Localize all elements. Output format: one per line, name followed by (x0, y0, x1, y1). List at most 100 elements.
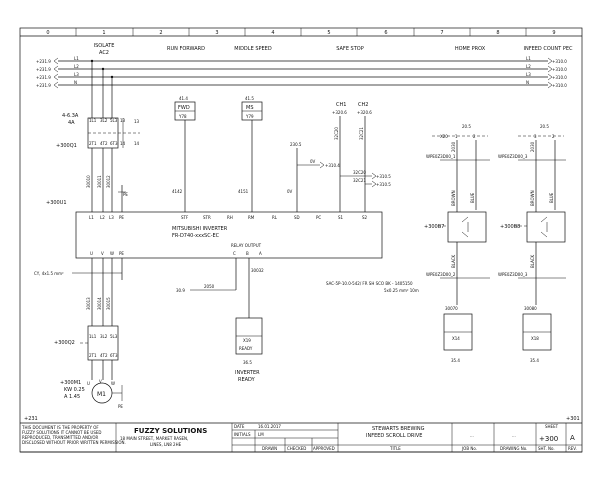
s2-label: 32C21 (353, 178, 366, 183)
inv-term-l3: L3 (109, 215, 114, 220)
prox2-num: 2030 (530, 141, 535, 152)
breaker-pe: PE (123, 192, 128, 197)
col-1: 1 (102, 30, 105, 36)
ov-term: 0V (287, 189, 293, 194)
prox2-ref: 20.5 (540, 124, 549, 129)
bus-n-name-r: N (526, 80, 529, 85)
motor-a: A 1.45 (64, 394, 80, 400)
notice-2: FUZZY SOLUTIONS IT CANNOT BE USED (22, 430, 101, 435)
isolator2-top-3: 5L3 (110, 334, 118, 339)
relay-output-ready: 30.9 2050 30032 X19 READY 36.5 INVERTER … (176, 258, 264, 383)
prox2-w3: BLACK (530, 254, 535, 268)
isolator-q2: +300Q2 1L1 3L2 5L3 2T1 4T2 6T3 (54, 325, 119, 380)
prox1-w2: BLUE (470, 192, 475, 203)
bus-l3-left: +231.9 (36, 75, 51, 80)
date-value: 16.01.2017 (258, 424, 281, 429)
notice-1: THIS DOCUMENT IS THE PROPERTY OF (21, 425, 99, 430)
prox2-w2: BLUE (549, 192, 554, 203)
prox1-w3: BLACK (451, 254, 456, 268)
relay-output-label: RELAY OUTPUT (231, 243, 262, 248)
s2-ref: +310.5 (376, 182, 391, 187)
inv-term-pe-bot: PE (119, 251, 124, 256)
bus-l3-name: L3 (74, 72, 79, 77)
motor-name: M1 (97, 391, 106, 398)
bus-n-name: N (74, 80, 77, 85)
heading-isolate-sub: AC2 (99, 50, 109, 56)
prox2-ref2: 35.4 (530, 358, 539, 363)
ch1-wire: 32C20 (334, 127, 339, 140)
relay-ms-wire: 4151 (238, 189, 249, 194)
title-block: THIS DOCUMENT IS THE PROPERTY OF FUZZY S… (20, 423, 582, 453)
initials-value: LM (258, 432, 264, 437)
motor-wire-3: 30015 (106, 297, 111, 310)
notice-3: REPRODUCED, TRANSMITTED AND/OR (22, 435, 99, 440)
breaker-bot-4: 14 (120, 141, 126, 146)
relay-out-ref: 30.9 (176, 288, 185, 293)
prox-sensor-b8: 20.5 3 2 2030 WPE0Z3D00_3 BROWN BLUE +30… (498, 124, 566, 363)
col-5: 5 (327, 30, 330, 36)
isolator2-bot-3: 6T3 (110, 353, 118, 358)
relay-fwd-name: FWD (178, 105, 190, 111)
inv-term-rh: RH (227, 215, 233, 220)
company-addr2: LINES, LN8 2HE (150, 442, 182, 447)
drawing-dash: ... (512, 433, 516, 438)
breaker-tag: +300Q1 (56, 143, 77, 149)
inverter-tag: +300U1 (46, 200, 67, 206)
heading-infeed-count-pec: INFEED COUNT PEC (524, 46, 573, 52)
supply-bus: +231.9 +231.9 +231.9 +231.9 L1 L2 L3 N L… (36, 56, 567, 89)
relay-ms-ref: 41.5 (245, 96, 254, 101)
isolator2-top-1: 1L1 (89, 334, 97, 339)
motor-pe: PE (118, 404, 123, 409)
sheet-value: +300 (539, 435, 558, 443)
breaker-top-2: 3L2 (100, 118, 108, 123)
prox2-tag: +300B8 (500, 224, 520, 230)
prox2-w1: BROWN (530, 190, 535, 206)
col-6: 6 (384, 30, 387, 36)
inverter-ready-1: INVERTER (235, 370, 260, 376)
inv-term-sd: SD (294, 215, 300, 220)
heading-middle-speed: MIDDLE SPEED (234, 46, 272, 52)
prox1-wire: 30070 (445, 306, 458, 311)
ch2-wire: 32C21 (359, 127, 364, 140)
company-addr1: 18 MAIN STREET, MARKET RASEN, (120, 436, 188, 441)
s1-ref: +310.5 (376, 174, 391, 179)
notice-4: DISCLOSED WITHOUT PRIOR WRITTEN PERMISSI… (22, 440, 126, 445)
ov-label: 0V (310, 159, 316, 164)
prox1-w1: BROWN (451, 190, 456, 206)
breaker-wire-1: 30010 (86, 175, 91, 188)
breaker-q1: 4-6.3A 4A +300Q1 1L1 3L2 5L3 13 2T1 4T2 … (56, 61, 140, 212)
inv-term-l1: L1 (89, 215, 94, 220)
col-0: 0 (46, 30, 49, 36)
approved-label: APPROVED (313, 446, 335, 451)
safe-stop: CH1 CH2 +320.6 +320.6 32C20 32C21 230.5 … (287, 102, 391, 212)
breaker-setting: 4A (68, 120, 75, 126)
relay-fwd-ref: 41.4 (179, 96, 188, 101)
bus-l3-name-r: L3 (526, 72, 531, 77)
bus-n-right: +310.0 (552, 83, 567, 88)
drawn-label: DRAWN (262, 446, 277, 451)
breaker-top-1: 1L1 (89, 118, 97, 123)
ch1-ref: +320.6 (332, 110, 347, 115)
s1-label: 32C20 (353, 170, 366, 175)
sht-label: SHT. No. (538, 446, 555, 451)
relay-out-wire1: 2050 (204, 284, 215, 289)
inv-term-s1: S1 (338, 215, 344, 220)
checked-label: CHECKED (287, 446, 306, 451)
rev-label: REV. (568, 446, 577, 451)
inv-term-pc: PC (316, 215, 321, 220)
relay-term-c: C (233, 251, 236, 256)
heading-isolate: ISOLATE (94, 43, 115, 49)
bus-l1-left: +231.9 (36, 59, 51, 64)
motor-v: V (99, 379, 102, 384)
company-name: FUZZY SOLUTIONS (134, 427, 207, 435)
relay-term-a: A (259, 251, 262, 256)
relay-fwd-wire: 4142 (172, 189, 183, 194)
relay-ms: 41.5 MS Y79 4151 (238, 96, 263, 212)
prox1-conn-top: WPE0Z3D00_1 (426, 154, 456, 159)
inv-term-rl: RL (272, 215, 278, 220)
prox1-coil: X14 (452, 336, 460, 341)
job-dash: ... (470, 433, 474, 438)
cable-spec-1: SAC-5P-10.0-542/ FR SH SCO BK - 1405150 (326, 281, 413, 286)
relay-term-b: B (246, 251, 249, 256)
relay-ms-coil: Y79 (245, 114, 254, 119)
